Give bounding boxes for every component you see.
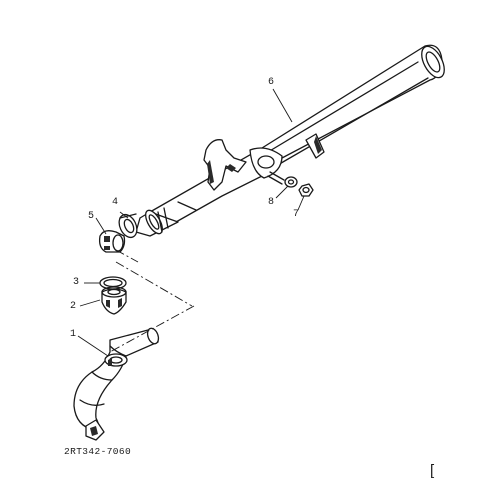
muffler-body-part [135,44,445,237]
callout-7: 7 [293,209,300,220]
callout-2: 2 [70,301,77,312]
callout-3: 3 [73,277,80,288]
callout-5: 5 [88,211,95,222]
callout-8: 8 [268,197,275,208]
flange-nut-part [101,286,127,315]
collar-nut-part [98,230,126,253]
exhaust-pipe-part [73,327,160,441]
gasket-ring-part [118,213,138,239]
diagram-reference-code: 2RT342-7060 [64,446,132,457]
callout-1: 1 [70,329,77,340]
washer-part [284,176,298,188]
callout-6: 6 [268,77,275,88]
corner-mark: [ [430,462,435,479]
leader-lines [77,88,305,357]
nut-part [298,183,314,197]
callout-4: 4 [112,197,119,208]
assembly-lines [109,249,195,353]
